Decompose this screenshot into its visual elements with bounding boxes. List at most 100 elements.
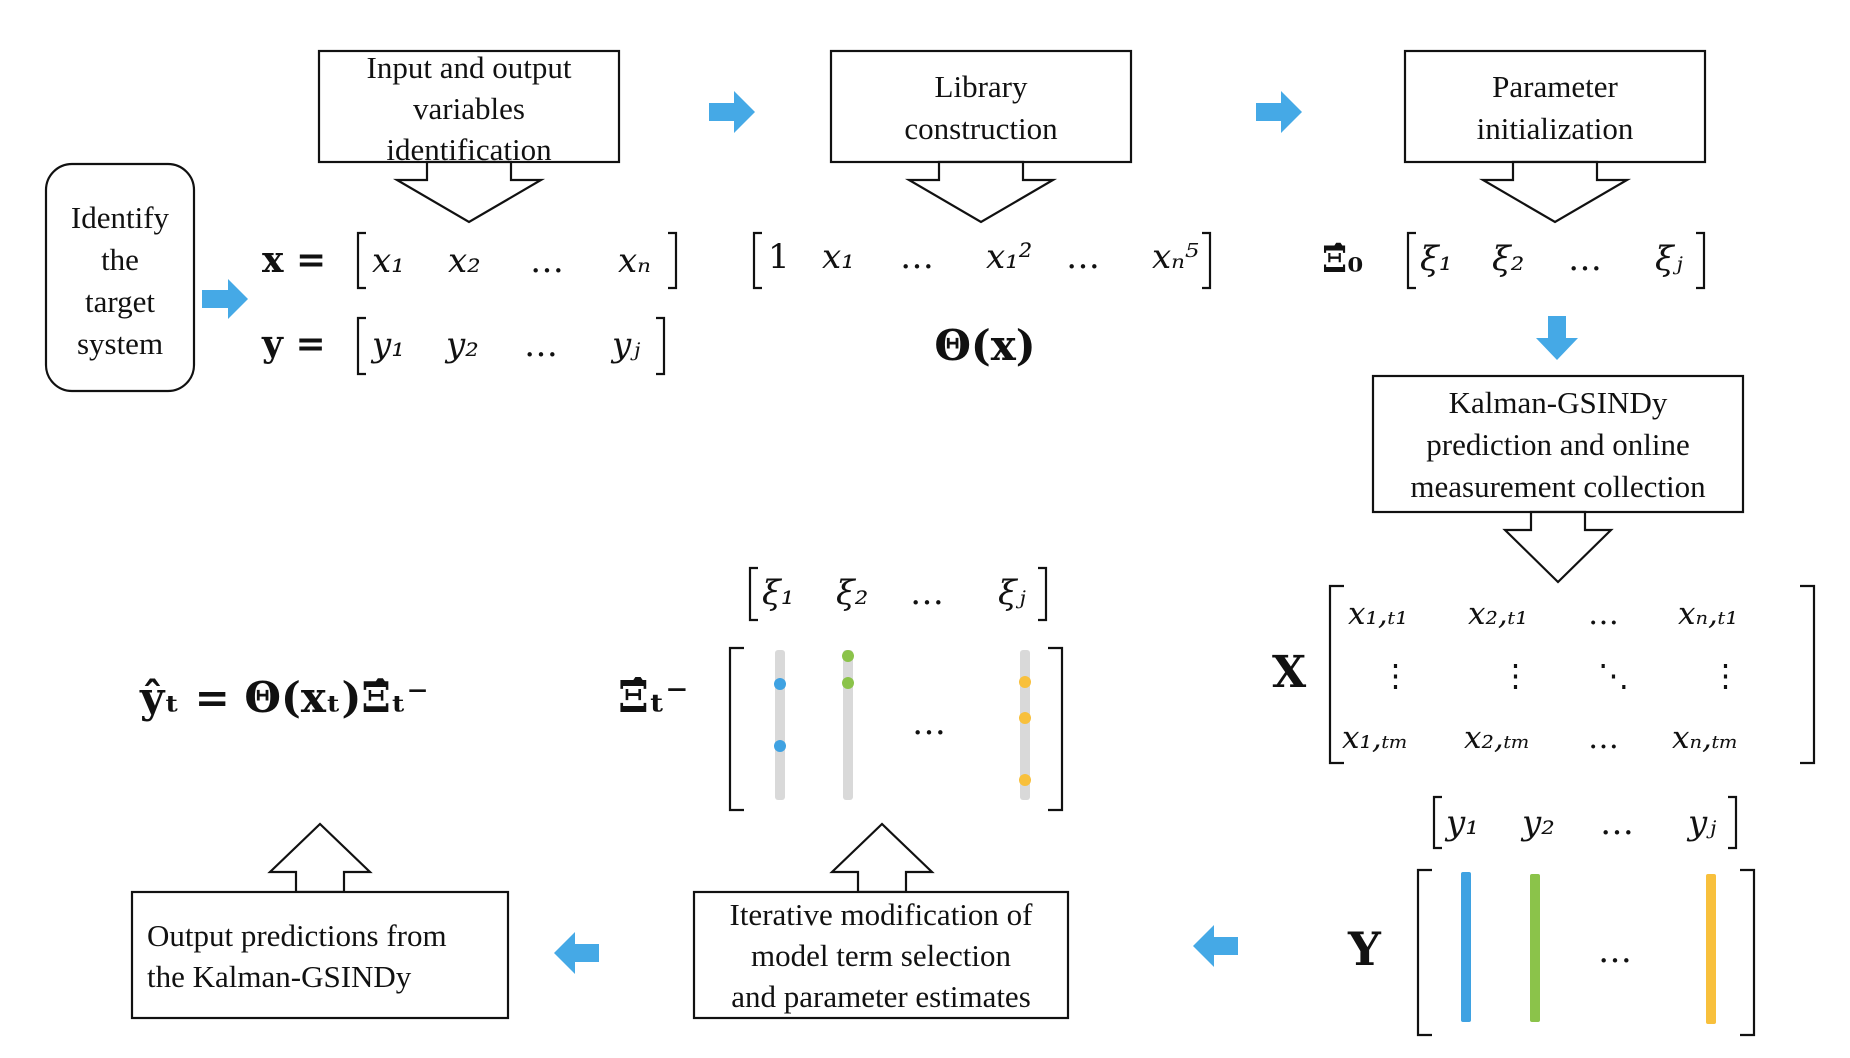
output-line-2: the Kalman-GSINDy [147,959,412,994]
xi0-entry-ellipsis: … [1568,239,1602,279]
kalman-line-3: measurement collection [1410,469,1706,504]
y-vector: y = y₁ y₂ … yⱼ [261,316,666,376]
X-r3-c1: x₁,ₜₘ [1342,720,1408,756]
kalman-line-2: prediction and online [1426,427,1689,462]
xi-point [1019,676,1031,688]
down-hollow-arrow [904,160,1058,224]
xi0-entry-2: ξ₂ [1492,239,1524,279]
X-r1-c2: x₂,ₜ₁ [1468,596,1528,632]
Y-header-2: y₂ [1520,803,1555,843]
y-entry-ellipsis: … [524,325,558,365]
io-line-2: variables [413,91,525,126]
xi-t-header-j: ξⱼ [998,573,1026,613]
down-hollow-arrow [392,160,546,224]
xi0-label: Ξ̂₀ [1322,239,1363,281]
xi-point [1019,712,1031,724]
down-hollow-arrow [1502,510,1614,584]
library-entry-x1: x₁ [822,237,855,277]
X-r1-c3: … [1588,596,1619,632]
library-construction-box: Library construction [829,49,1133,224]
x-vector-lhs: x = [262,239,326,281]
theta-label: Θ(x) [934,321,1035,370]
io-identification-box: Input and output variables identificatio… [317,49,621,224]
x-entry-2: x₂ [448,241,481,281]
library-entry-ellipsis-2: … [1066,237,1100,277]
X-r3-c3: … [1588,720,1619,756]
xi0-vector: Ξ̂₀ ξ₁ ξ₂ … ξⱼ [1322,231,1706,290]
Y-header-j: yⱼ [1686,803,1716,843]
up-hollow-arrow [829,822,935,894]
up-hollow-arrow [267,822,373,894]
parameter-initialization-box: Parameter initialization [1403,49,1707,224]
xi-point [842,677,854,689]
X-r1-c1: x₁,ₜ₁ [1348,596,1408,632]
Y-column-j [1706,874,1716,1024]
library-entry-ellipsis: … [900,237,934,277]
kalman-line-1: Kalman-GSINDy [1449,385,1668,420]
down-arrow-icon [1536,316,1578,360]
X-r3-c2: x₂,ₜₘ [1464,720,1530,756]
X-r3-c4: xₙ,ₜₘ [1672,720,1739,756]
X-r2-c2: ⋮ [1500,658,1531,694]
xi-t-header-1: ξ₁ [762,573,794,613]
library-line-2: construction [904,111,1058,146]
library-entry-xn-fifth: xₙ⁵ [1152,237,1199,277]
X-label: X [1272,647,1307,698]
iterative-modification-box: Iterative modification of model term sel… [692,822,1070,1020]
y-entry-j: yⱼ [610,325,640,365]
xi-t-header-2: ξ₂ [836,573,868,613]
output-predictions-box: Output predictions from the Kalman-GSIND… [130,822,510,1020]
xi-column-2 [843,650,853,800]
library-entry-1: 1 [768,237,790,277]
X-r1-c4: xₙ,ₜ₁ [1678,596,1738,632]
X-matrix: X x₁,ₜ₁ x₂,ₜ₁ … xₙ,ₜ₁ ⋮ ⋮ ⋱ ⋮ x₁,ₜₘ x₂,ₜ… [1272,584,1816,765]
Y-header-vector: y₁ y₂ … yⱼ [1432,795,1738,850]
right-arrow-icon [202,279,248,319]
y-vector-lhs: y = [261,323,326,365]
down-hollow-arrow [1478,160,1632,224]
kalman-gsindy-box: Kalman-GSINDy prediction and online meas… [1371,374,1745,584]
identify-line-4: system [77,326,163,361]
identify-line-2: the [101,242,139,277]
identify-line-3: target [85,284,155,319]
param-line-1: Parameter [1492,69,1618,104]
library-line-1: Library [935,69,1028,104]
xi-point [774,740,786,752]
library-vector: 1 x₁ … x₁² … xₙ⁵ [752,231,1212,290]
iterative-line-3: and parameter estimates [731,979,1031,1014]
iterative-line-2: model term selection [751,938,1011,973]
Y-column-1 [1461,872,1471,1022]
X-r2-c4: ⋮ [1710,658,1741,694]
xi-point [774,678,786,690]
param-line-2: initialization [1477,111,1634,146]
x-entry-1: x₁ [372,241,405,281]
output-line-1: Output predictions from [147,918,447,953]
Y-header-ellipsis: … [1600,803,1634,843]
x-vector: x = x₁ x₂ … xₙ [262,231,678,290]
iterative-line-1: Iterative modification of [730,897,1034,932]
xi-point [1019,774,1031,786]
x-entry-n: xₙ [618,241,651,281]
right-arrow-icon [709,91,755,133]
Y-columns-ellipsis: … [1598,931,1632,971]
Y-header-1: y₁ [1444,803,1479,843]
left-arrow-icon [554,932,599,974]
Y-matrix: Y … [1347,868,1756,1037]
output-equation: ŷₜ = Θ(xₜ)Ξ̂ₜ⁻ [139,673,429,722]
xi-t-header-ellipsis: … [910,573,944,613]
io-line-1: Input and output [367,50,572,85]
xi-t-header-vector: ξ₁ ξ₂ … ξⱼ [748,566,1048,622]
xi-point [842,650,854,662]
y-entry-1: y₁ [370,325,405,365]
xi0-entry-1: ξ₁ [1420,239,1452,279]
xi0-entry-j: ξⱼ [1655,239,1683,279]
Y-column-2 [1530,874,1540,1022]
left-arrow-icon [1193,925,1238,967]
xi-column-j [1020,650,1030,800]
xi-t-matrix: Ξ̂ₜ⁻ … [618,646,1064,812]
xi-columns-ellipsis: … [912,703,946,743]
y-entry-2: y₂ [444,325,479,365]
x-entry-ellipsis: … [530,241,564,281]
identify-system-box: Identify the target system [44,162,196,393]
